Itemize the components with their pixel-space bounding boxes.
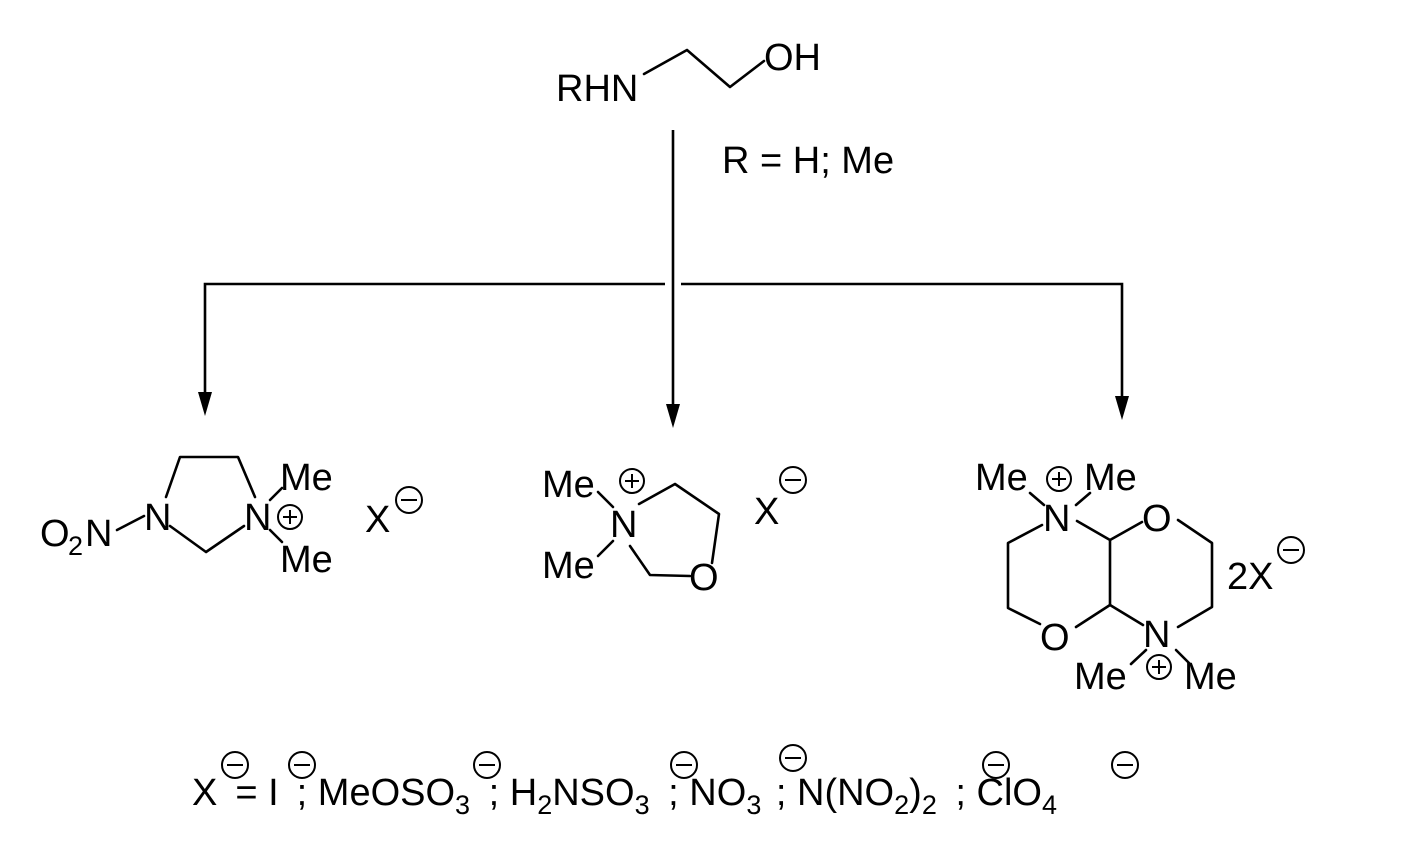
bridge-o-bottom-bond xyxy=(1074,603,1112,629)
left-ring-outer-bonds xyxy=(1006,523,1044,626)
ring-o-top-label: O xyxy=(1142,498,1172,540)
ring-bottom-bonds xyxy=(628,544,692,578)
bridge-o-top-bond xyxy=(1108,520,1144,542)
minus-charge-icon xyxy=(395,486,423,514)
me-bottom-right-label: Me xyxy=(1184,656,1237,698)
ring-n1-label: N xyxy=(144,497,171,539)
minus-charge-icon-mesulfate xyxy=(473,751,501,779)
plus-charge-icon-bottom xyxy=(1146,654,1172,680)
reactant-rhn-label: RHN xyxy=(556,68,638,110)
me-top-left-label: Me xyxy=(975,457,1028,499)
anion-label: 2X xyxy=(1227,556,1273,598)
me-bottom-label: Me xyxy=(280,539,333,581)
me-top-label: Me xyxy=(542,464,595,506)
minus-charge-icon-sulfamate xyxy=(670,751,698,779)
plus-charge-icon xyxy=(277,504,303,530)
nitro-o-subscript: 2 xyxy=(68,531,83,561)
me-br-bond xyxy=(1174,648,1192,666)
me-tl-bond xyxy=(1028,491,1046,507)
reactant-condition: R = H; Me xyxy=(722,140,894,182)
me-top-label: Me xyxy=(280,457,333,499)
anion-label: X xyxy=(365,499,390,541)
me-bottom-bond xyxy=(268,528,284,544)
minus-charge-icon-nitrate xyxy=(779,744,807,772)
minus-charge-icon xyxy=(779,466,807,494)
arrow-center-head xyxy=(666,404,680,428)
me-bottom-left-label: Me xyxy=(1074,656,1127,698)
me-bottom-bond xyxy=(596,539,615,558)
me-top-bond xyxy=(596,490,615,509)
nitro-n-label: N xyxy=(85,513,112,555)
anion-list-text: X= I; MeOSO3 ; H2NSO3 ; NO3 ; N(NO2)2 ; … xyxy=(192,772,1057,820)
me-bl-bond xyxy=(1129,648,1148,666)
minus-charge-icon-x xyxy=(221,751,249,779)
ring-n-top-label: N xyxy=(1043,498,1070,540)
ring-n2-label: N xyxy=(244,497,271,539)
ring-n-label: N xyxy=(610,504,637,546)
product-right-bimorpholinium: Me Me N O O N Me Me 2X xyxy=(975,457,1305,698)
plus-charge-icon xyxy=(619,468,645,494)
ring-right-bonds xyxy=(637,482,721,565)
reactant-oh-label: OH xyxy=(764,37,821,79)
right-ring-outer-bonds xyxy=(1176,518,1214,629)
minus-charge-icon-dinitramide xyxy=(982,751,1010,779)
arrow-right-branch xyxy=(681,282,1124,398)
reactant-ethanolamine: RHN OH xyxy=(556,37,821,110)
plus-charge-icon-top xyxy=(1046,466,1072,492)
minus-charge-icon-perchlorate xyxy=(1111,751,1139,779)
anion-label: X xyxy=(754,491,779,533)
ring-o-bottom-label: O xyxy=(1040,617,1070,659)
me-top-right-label: Me xyxy=(1084,457,1137,499)
ring-top-bonds xyxy=(164,455,257,499)
arrow-left-branch xyxy=(203,282,665,395)
me-tr-bond xyxy=(1074,491,1092,507)
reactant-backbone-bond xyxy=(642,48,766,89)
minus-charge-icon-iodide xyxy=(288,751,316,779)
ring-n-bottom-label: N xyxy=(1143,614,1170,656)
ring-o-label: O xyxy=(689,557,719,599)
reaction-arrows xyxy=(198,130,1129,428)
anion-list: X= I; MeOSO3 ; H2NSO3 ; NO3 ; N(NO2)2 ; … xyxy=(192,744,1139,820)
me-top-bond xyxy=(268,486,284,502)
bridge-top-bonds xyxy=(1075,519,1112,607)
bridge-n-bottom-bond xyxy=(1108,603,1145,627)
arrow-right-head xyxy=(1115,396,1129,420)
me-bottom-label: Me xyxy=(542,545,595,587)
product-middle-oxazolidinium: Me Me N O X xyxy=(542,464,807,599)
product-left-imidazolidinium: O 2 N N N Me Me X xyxy=(40,455,423,581)
arrow-left-head xyxy=(198,392,212,416)
nitro-bond xyxy=(115,514,146,532)
minus-charge-icon xyxy=(1277,536,1305,564)
nitro-o-label: O xyxy=(40,513,70,555)
ring-bottom-bonds xyxy=(168,524,246,554)
